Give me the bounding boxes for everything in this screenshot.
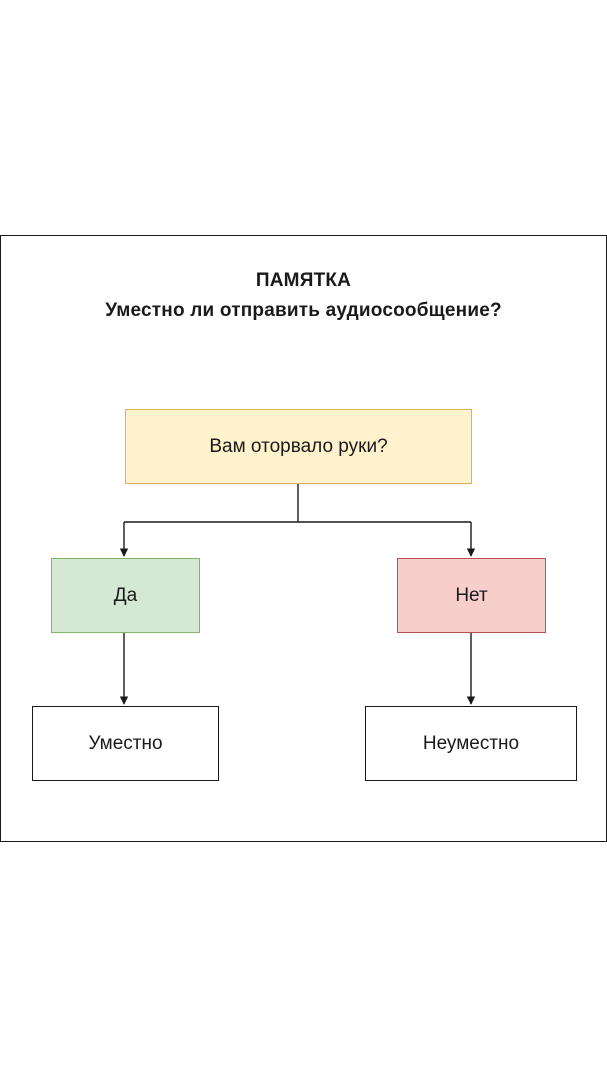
question-node-label: Вам оторвало руки?	[209, 435, 388, 457]
appropriate-result-label: Уместно	[88, 732, 163, 754]
memo-subtitle: Уместно ли отправить аудиосообщение?	[105, 300, 502, 321]
yes-node-label: Да	[113, 584, 138, 606]
no-node-label: Нет	[455, 584, 488, 606]
memo-title: ПАМЯТКА	[255, 270, 352, 291]
question-node: Вам оторвало руки?	[125, 409, 472, 484]
appropriate-result-node: Уместно	[32, 706, 219, 781]
inappropriate-result-label: Неуместно	[422, 732, 520, 754]
yes-node: Да	[51, 558, 200, 633]
no-node: Нет	[397, 558, 546, 633]
memo-card: ПАМЯТКА Уместно ли отправить аудиосообще…	[0, 235, 607, 842]
inappropriate-result-node: Неуместно	[365, 706, 577, 781]
